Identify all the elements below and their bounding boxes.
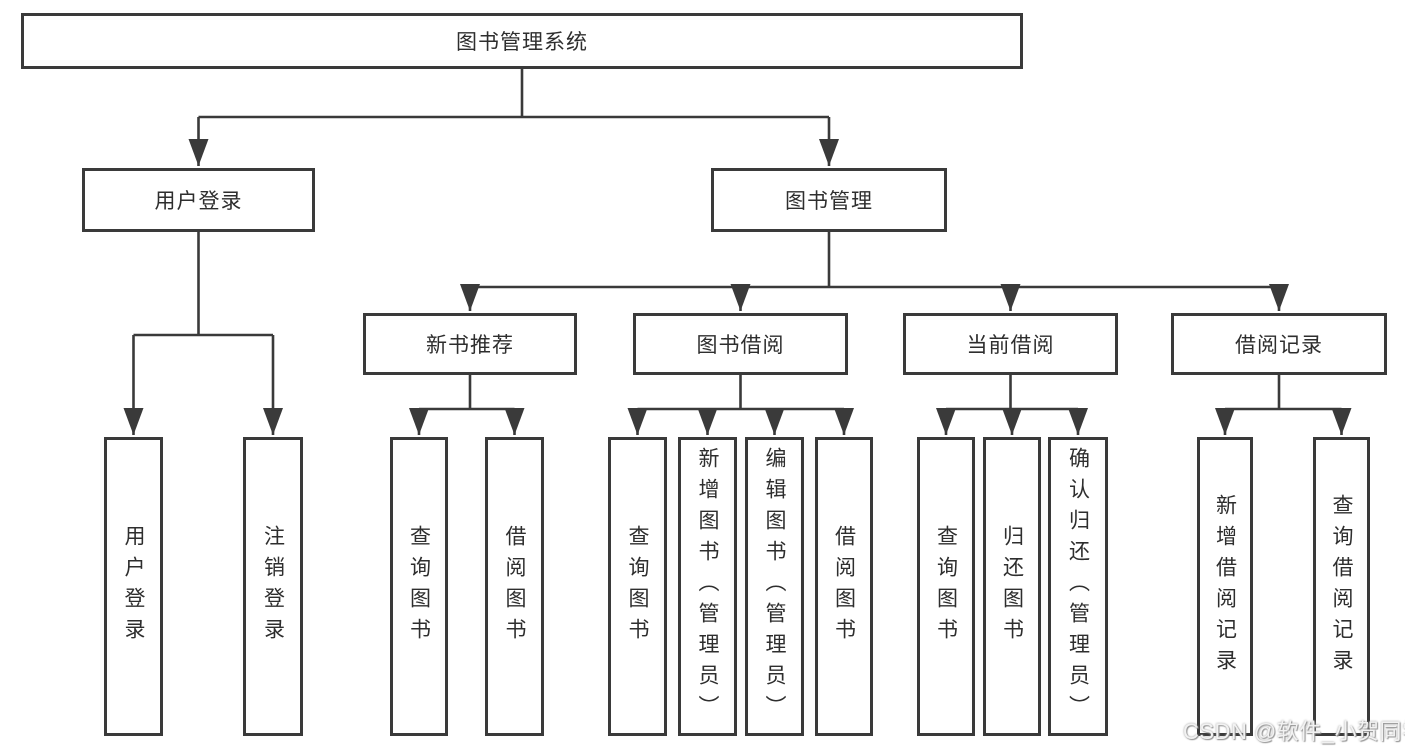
leaf-nbr-query-books: 查询图书 [390, 437, 448, 736]
leaf-bb-borrow-books-label: 借阅图书 [832, 524, 856, 649]
leaf-bb-query-books-label: 查询图书 [626, 524, 649, 649]
leaf-bb-borrow-books: 借阅图书 [815, 437, 873, 736]
csdn-watermark: CSDN @软件_小贺同学 [1183, 719, 1405, 744]
node-book-borrow: 图书借阅 [633, 313, 848, 375]
leaf-cb-confirm-return-admin: 确认归还（管理员） [1048, 437, 1108, 736]
node-new-book-rec-label: 新书推荐 [426, 334, 514, 357]
node-book-borrow-label: 图书借阅 [696, 334, 785, 357]
leaf-cb-return-books-label: 归还图书 [1000, 524, 1024, 649]
leaf-user-login: 用户登录 [104, 437, 163, 736]
leaf-logout-label: 注销登录 [261, 524, 285, 649]
node-root-system: 图书管理系统 [21, 13, 1023, 69]
leaf-bb-add-books-admin-label: 新增图书（管理员） [696, 447, 719, 726]
node-current-borrow-label: 当前借阅 [966, 334, 1055, 357]
leaf-logout: 注销登录 [243, 437, 303, 736]
leaf-br-add-record-label: 新增借阅记录 [1213, 493, 1237, 680]
node-borrow-record: 借阅记录 [1171, 313, 1387, 375]
node-new-book-rec: 新书推荐 [363, 313, 577, 375]
leaf-br-add-record: 新增借阅记录 [1197, 437, 1253, 736]
leaf-cb-confirm-return-admin-label: 确认归还（管理员） [1066, 447, 1090, 726]
leaf-nbr-query-books-label: 查询图书 [407, 524, 431, 649]
leaf-bb-edit-books-admin: 编辑图书（管理员） [745, 437, 804, 736]
leaf-br-query-record: 查询借阅记录 [1313, 437, 1370, 736]
leaf-bb-add-books-admin: 新增图书（管理员） [678, 437, 737, 736]
leaf-br-query-record-label: 查询借阅记录 [1330, 493, 1353, 680]
leaf-cb-query-books-label: 查询图书 [934, 524, 958, 649]
leaf-cb-return-books: 归还图书 [983, 437, 1041, 736]
node-borrow-record-label: 借阅记录 [1235, 334, 1323, 357]
node-current-borrow: 当前借阅 [903, 313, 1118, 375]
leaf-nbr-borrow-books-label: 借阅图书 [503, 524, 526, 649]
node-root-label: 图书管理系统 [456, 31, 588, 54]
node-book-mgmt-label: 图书管理 [785, 190, 873, 213]
leaf-cb-query-books: 查询图书 [917, 437, 975, 736]
node-user-login-label: 用户登录 [154, 190, 243, 213]
leaf-bb-query-books: 查询图书 [608, 437, 667, 736]
leaf-nbr-borrow-books: 借阅图书 [485, 437, 544, 736]
leaf-user-login-label: 用户登录 [122, 524, 145, 649]
node-book-mgmt: 图书管理 [711, 168, 947, 232]
node-user-login: 用户登录 [82, 168, 315, 232]
leaf-bb-edit-books-admin-label: 编辑图书（管理员） [763, 447, 786, 726]
